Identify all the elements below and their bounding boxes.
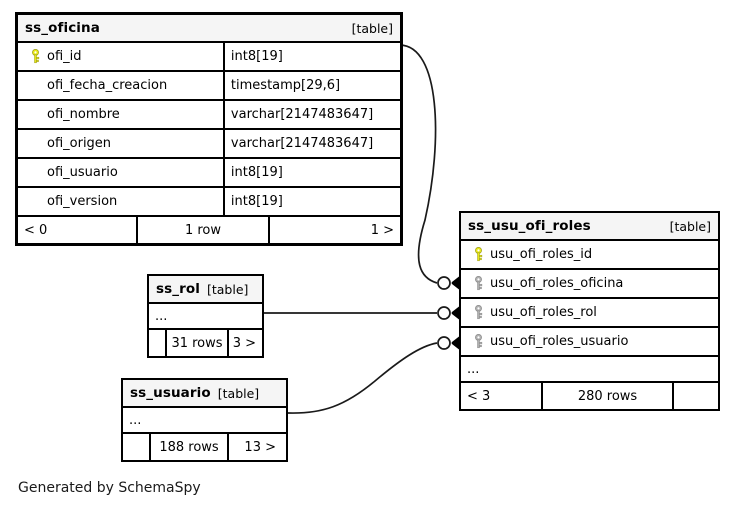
table-row[interactable]: usu_ofi_roles_rol bbox=[461, 299, 718, 328]
table-ss-usu-ofi-roles[interactable]: ss_usu_ofi_roles [table] usu_ofi_roles_i… bbox=[459, 211, 720, 411]
prev-page-button[interactable] bbox=[149, 330, 165, 356]
crowsfoot-endpoint-rol bbox=[437, 305, 462, 321]
table-ss-rol[interactable]: ss_rol [table] ... 31 rows 3 > bbox=[147, 274, 264, 358]
column-type: int8[19] bbox=[222, 43, 400, 70]
column-name: ofi_usuario bbox=[47, 165, 118, 180]
table-row[interactable]: ofi_usuario int8[19] bbox=[18, 159, 400, 188]
column-type: int8[19] bbox=[222, 188, 400, 215]
column-name: ofi_nombre bbox=[47, 107, 120, 122]
column-name: ofi_id bbox=[47, 49, 82, 64]
column-type: varchar[2147483647] bbox=[222, 101, 400, 128]
generated-by-caption: Generated by SchemaSpy bbox=[18, 480, 201, 496]
table-header-ss-oficina: ss_oficina [table] bbox=[18, 15, 400, 43]
column-type: varchar[2147483647] bbox=[222, 130, 400, 157]
column-type: int8[19] bbox=[222, 159, 400, 186]
foreign-key-icon bbox=[468, 305, 488, 320]
table-title: ss_rol bbox=[156, 281, 200, 297]
prev-page-button[interactable]: < 0 bbox=[24, 222, 48, 238]
table-row[interactable]: usu_ofi_roles_oficina bbox=[461, 270, 718, 299]
primary-key-icon bbox=[25, 49, 45, 64]
foreign-key-icon bbox=[468, 334, 488, 349]
table-row[interactable]: ofi_id int8[19] bbox=[18, 43, 400, 72]
table-footer-ss-rol: 31 rows 3 > bbox=[149, 330, 262, 356]
table-type-tag: [table] bbox=[351, 20, 393, 36]
table-row[interactable]: ofi_nombre varchar[2147483647] bbox=[18, 101, 400, 130]
row-count-label: 280 rows bbox=[541, 383, 674, 409]
table-row[interactable]: usu_ofi_roles_id bbox=[461, 241, 718, 270]
table-title: ss_usuario bbox=[130, 385, 211, 401]
column-name: ofi_origen bbox=[47, 136, 112, 151]
column-name: usu_ofi_roles_rol bbox=[490, 305, 597, 320]
more-columns-indicator: ... bbox=[149, 304, 262, 330]
table-ss-usuario[interactable]: ss_usuario [table] ... 188 rows 13 > bbox=[121, 378, 288, 462]
column-name: usu_ofi_roles_oficina bbox=[490, 276, 624, 291]
next-page-button[interactable]: 1 > bbox=[370, 222, 394, 238]
table-row[interactable]: ofi_fecha_creacion timestamp[29,6] bbox=[18, 72, 400, 101]
relationship-line-oficina bbox=[399, 44, 438, 284]
table-ss-oficina[interactable]: ss_oficina [table] ofi_id int8[19] bbox=[15, 12, 403, 246]
table-type-tag: [table] bbox=[217, 385, 260, 401]
next-page-button[interactable] bbox=[674, 383, 718, 409]
table-footer-ss-oficina: < 0 1 row 1 > bbox=[18, 217, 400, 243]
next-page-button[interactable]: 13 > bbox=[244, 439, 276, 455]
crowsfoot-endpoint-oficina bbox=[437, 275, 462, 291]
table-header-ss-usu-ofi-roles: ss_usu_ofi_roles [table] bbox=[461, 213, 718, 241]
table-type-tag: [table] bbox=[206, 281, 249, 297]
prev-page-button[interactable] bbox=[123, 434, 149, 460]
table-footer-ss-usuario: 188 rows 13 > bbox=[123, 434, 286, 460]
more-columns-indicator: ... bbox=[461, 357, 718, 383]
column-name: usu_ofi_roles_id bbox=[490, 247, 593, 262]
table-title: ss_usu_ofi_roles bbox=[468, 218, 591, 234]
primary-key-icon bbox=[468, 247, 488, 262]
table-header-ss-usuario: ss_usuario [table] bbox=[123, 380, 286, 408]
prev-page-button[interactable]: < 3 bbox=[467, 388, 491, 404]
table-row[interactable]: ofi_origen varchar[2147483647] bbox=[18, 130, 400, 159]
table-row[interactable]: ofi_version int8[19] bbox=[18, 188, 400, 217]
table-header-ss-rol: ss_rol [table] bbox=[149, 276, 262, 304]
table-footer-ss-usu-ofi-roles: < 3 280 rows bbox=[461, 383, 718, 409]
column-name: ofi_fecha_creacion bbox=[47, 78, 168, 93]
table-type-tag: [table] bbox=[669, 218, 711, 234]
table-row[interactable]: usu_ofi_roles_usuario bbox=[461, 328, 718, 357]
crowsfoot-endpoint-usuario bbox=[437, 335, 462, 351]
table-title: ss_oficina bbox=[25, 20, 100, 36]
row-count-label: 31 rows bbox=[165, 330, 229, 356]
column-type: timestamp[29,6] bbox=[222, 72, 400, 99]
more-columns-indicator: ... bbox=[123, 408, 286, 434]
relationship-line-usuario bbox=[287, 342, 438, 414]
column-name: usu_ofi_roles_usuario bbox=[490, 334, 629, 349]
row-count-label: 188 rows bbox=[149, 434, 229, 460]
next-page-button[interactable]: 3 > bbox=[232, 335, 256, 351]
row-count-label: 1 row bbox=[136, 217, 270, 243]
column-name: ofi_version bbox=[47, 194, 118, 209]
foreign-key-icon bbox=[468, 276, 488, 291]
